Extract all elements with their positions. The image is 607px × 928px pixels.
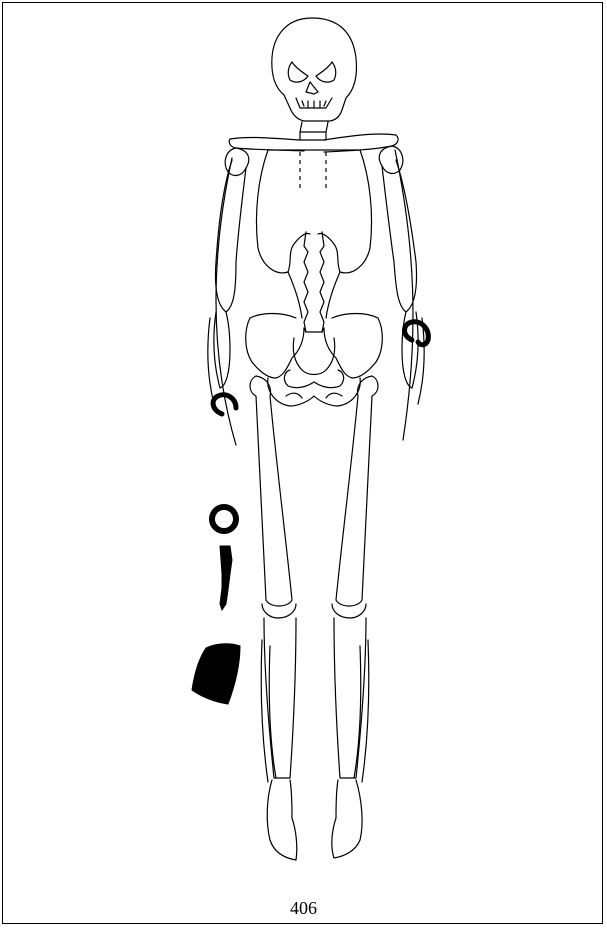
grave-outline — [216, 150, 413, 445]
tibia-right — [334, 618, 369, 782]
feet — [267, 780, 362, 860]
page-number: 406 — [0, 898, 607, 919]
spine — [304, 232, 324, 332]
humerus-left — [215, 160, 246, 312]
humerus-right — [382, 160, 417, 312]
clavicles — [229, 134, 398, 152]
vessel-fragment — [192, 644, 240, 704]
rib-cage — [256, 150, 371, 318]
femur-right — [336, 376, 378, 606]
skull — [272, 18, 357, 140]
tibia-left — [261, 618, 296, 782]
femur-left — [250, 376, 292, 606]
pelvis — [246, 314, 383, 407]
annular-brooch — [212, 507, 236, 531]
ring-right — [405, 322, 429, 345]
grave-goods — [192, 322, 428, 704]
knife — [220, 546, 232, 610]
